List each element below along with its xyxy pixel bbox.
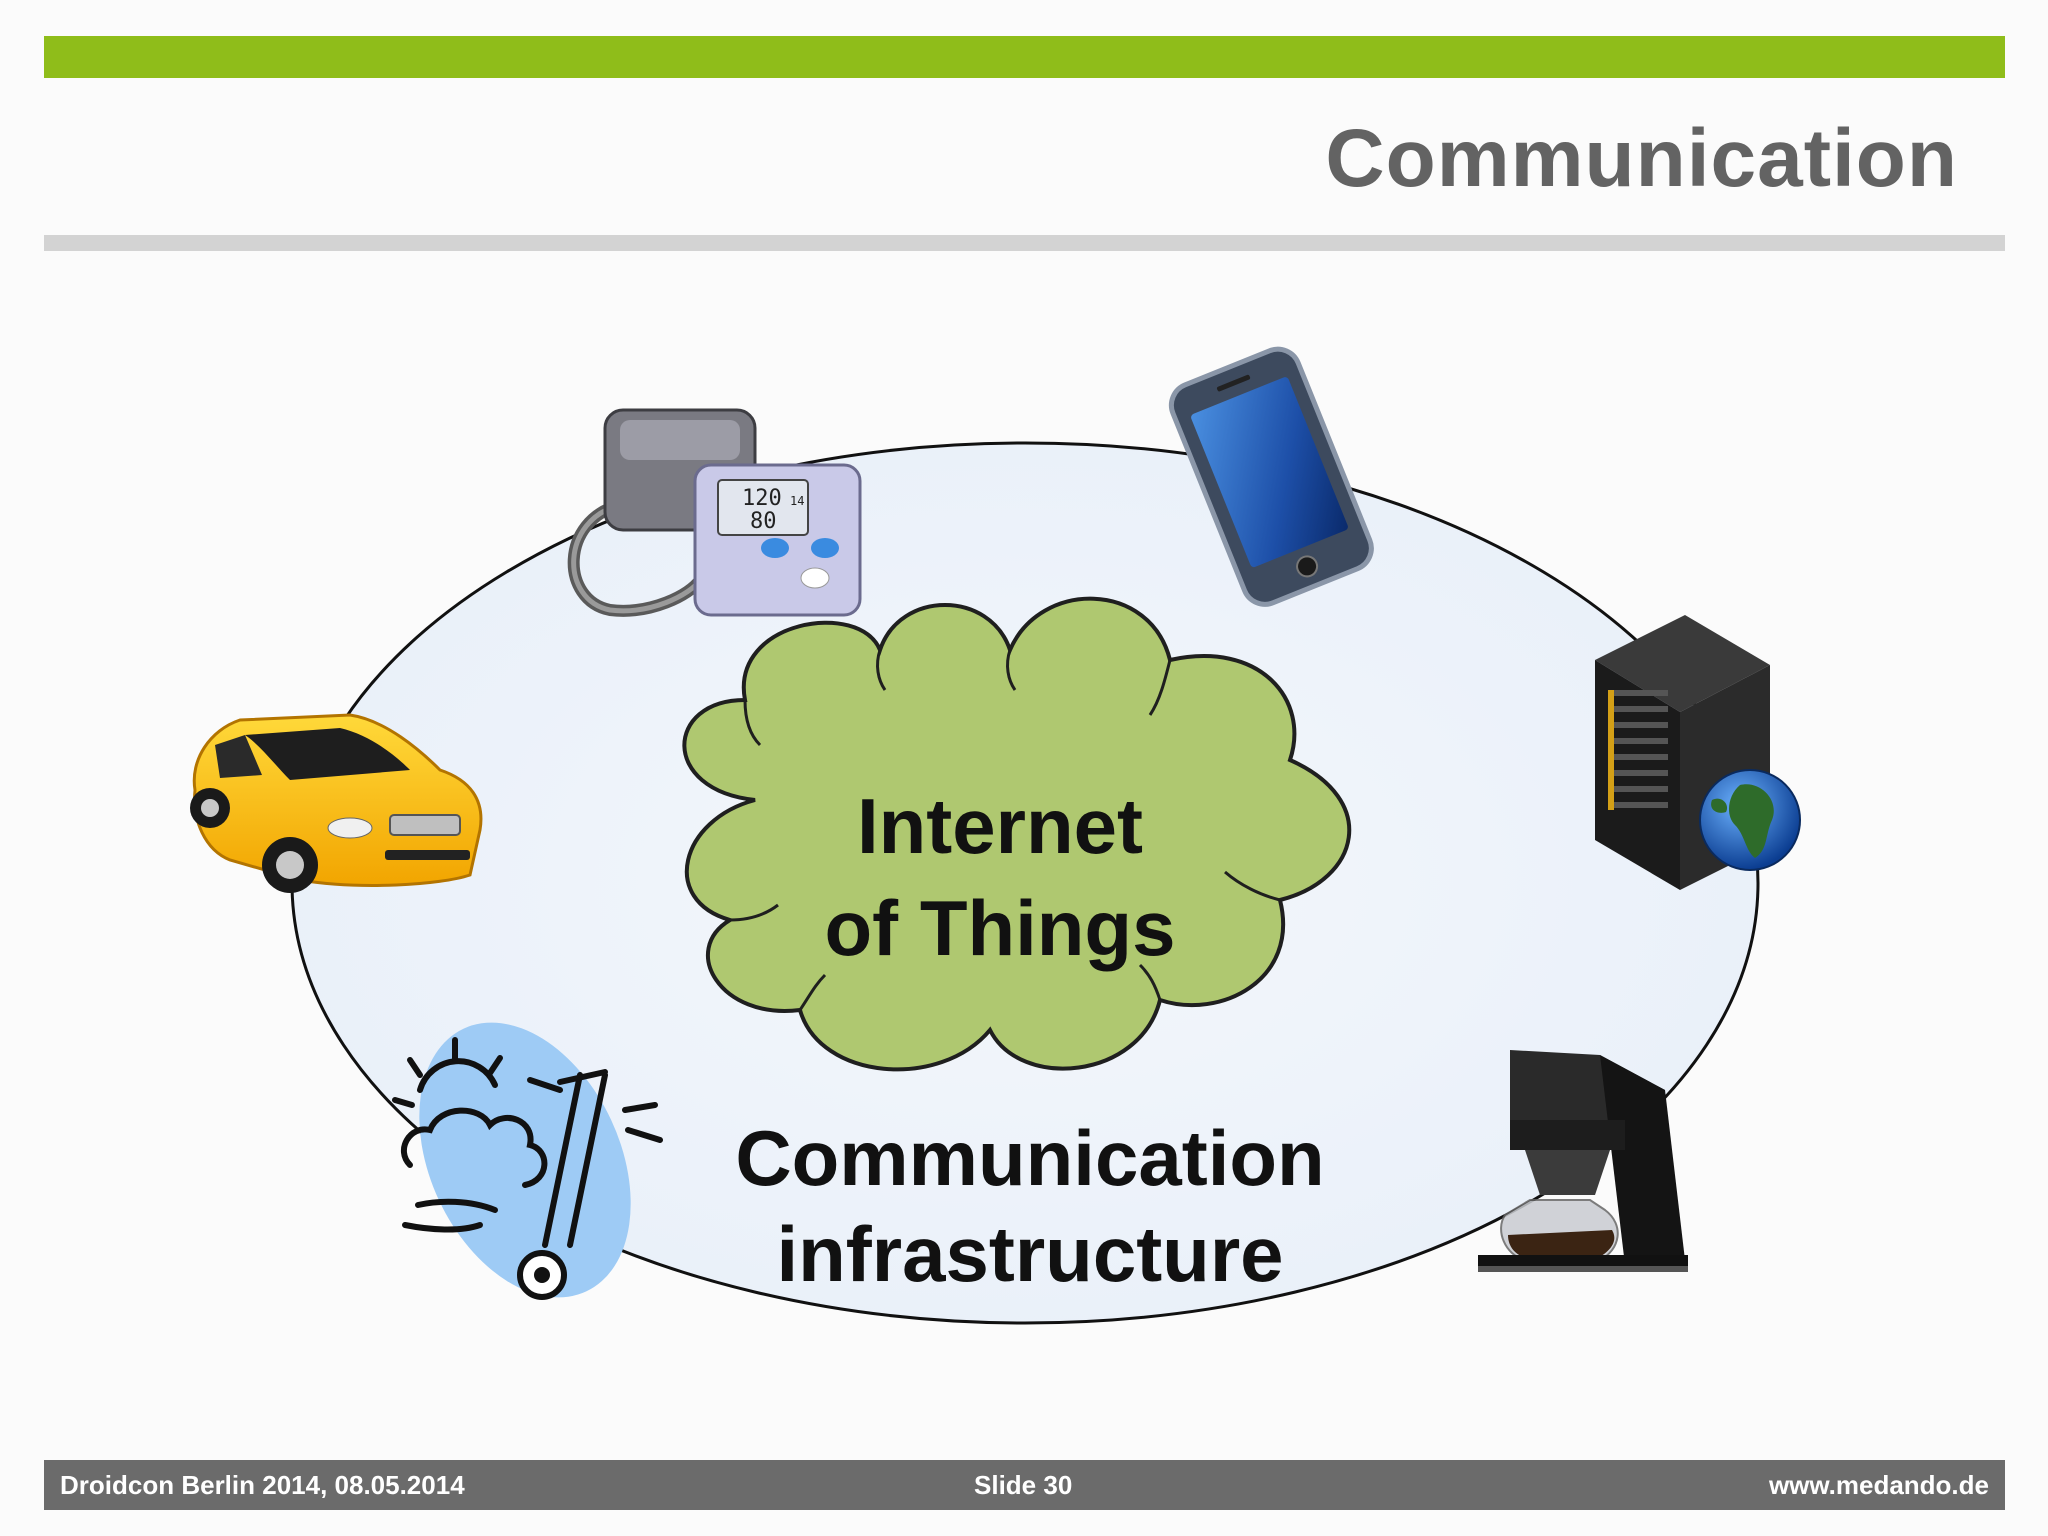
footer-slide-number: Slide 30 [974, 1470, 1073, 1500]
top-accent-bar [44, 36, 2005, 78]
infrastructure-label-line1: Communication [735, 1114, 1325, 1202]
smartphone-icon [1168, 346, 1374, 607]
footer-website: www.medando.de [1768, 1470, 1989, 1500]
infrastructure-label: Communication infrastructure [720, 1110, 1340, 1302]
iot-cloud [682, 596, 1352, 1072]
blood-pressure-monitor-icon: 120 14 80 [567, 408, 862, 617]
slide-title: Communication [1325, 113, 1958, 204]
infrastructure-label-line2: infrastructure [776, 1210, 1284, 1298]
cloud-label-line2: of Things [824, 884, 1176, 972]
svg-text:80: 80 [750, 509, 777, 534]
footer-event: Droidcon Berlin 2014, 08.05.2014 [60, 1470, 465, 1500]
server-icon [1595, 615, 1801, 890]
cloud-label: Internet of Things [750, 775, 1250, 979]
svg-text:14: 14 [790, 494, 804, 508]
cloud-label-line1: Internet [856, 782, 1144, 870]
coffee-maker-icon [1478, 1050, 1688, 1272]
car-icon [190, 713, 483, 893]
footer-bar: Droidcon Berlin 2014, 08.05.2014 Slide 3… [44, 1460, 2005, 1510]
title-divider [44, 235, 2005, 251]
svg-text:120: 120 [742, 486, 782, 511]
weather-thermometer-icon [392, 1022, 663, 1300]
